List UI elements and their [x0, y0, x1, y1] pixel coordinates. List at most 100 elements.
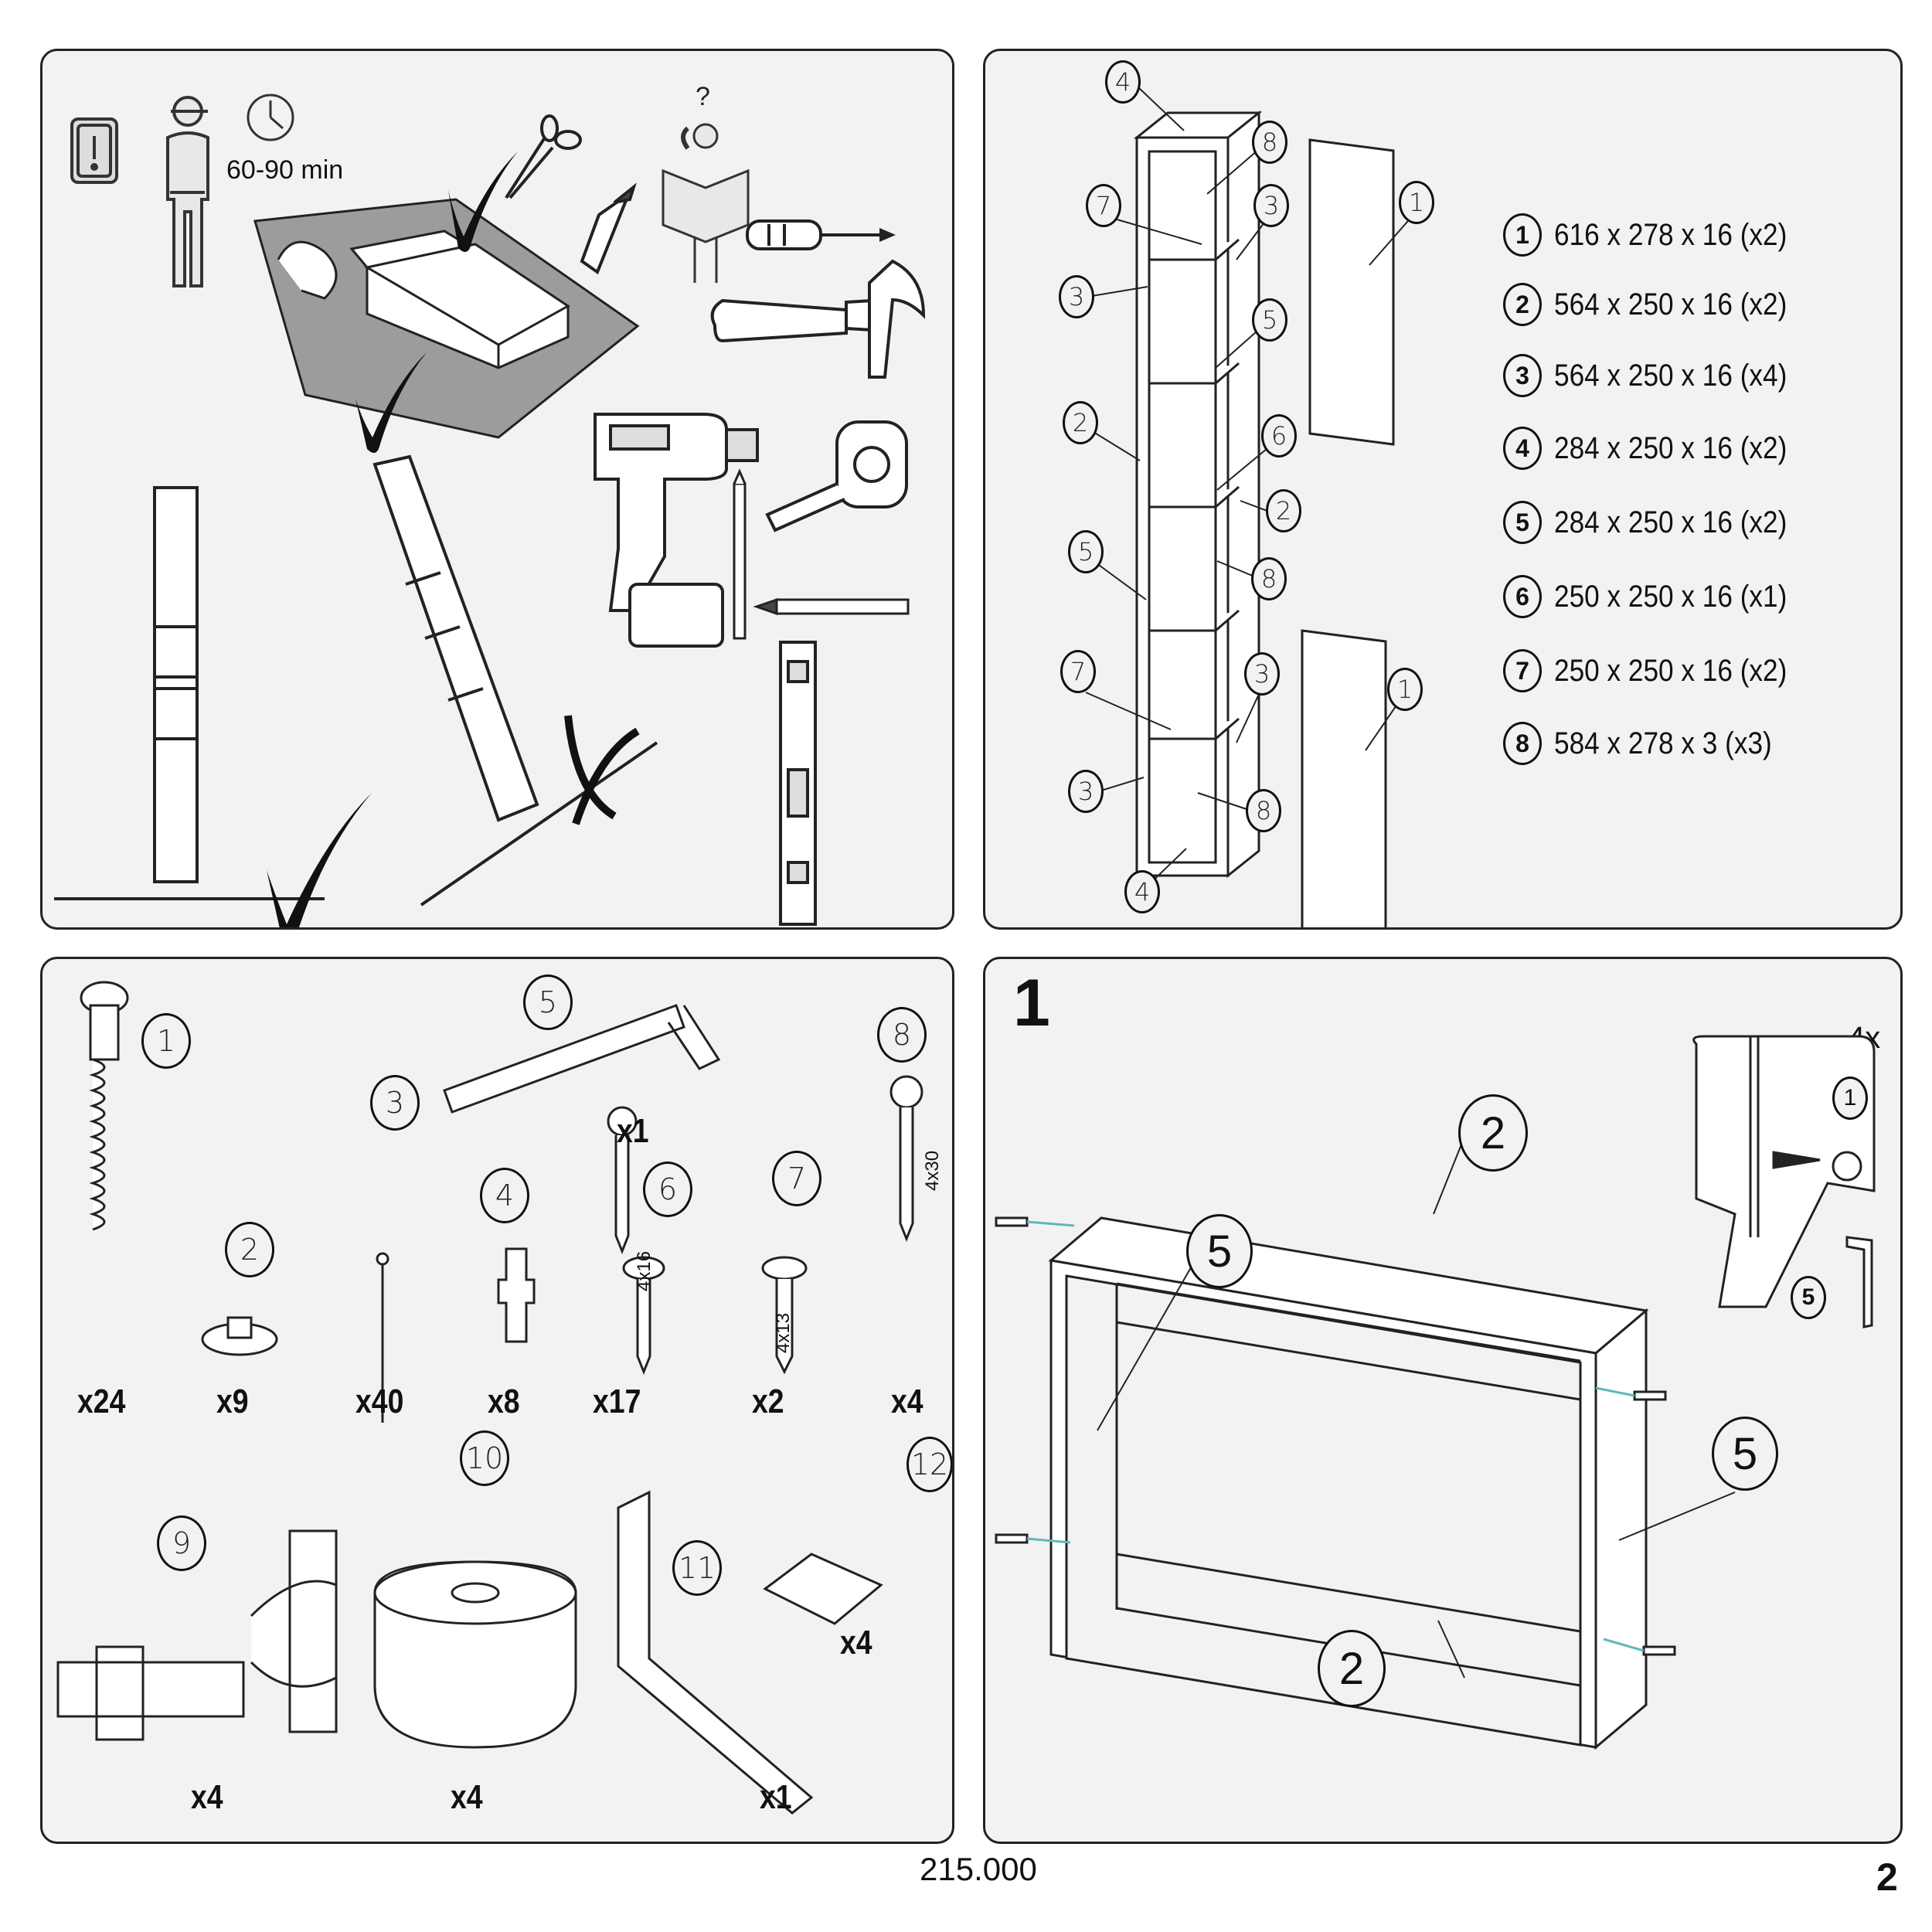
tools-panel: ? [40, 49, 954, 930]
part-callout: 3 [1068, 770, 1104, 813]
hardware-callout: 6 [643, 1162, 692, 1217]
part-callout: 1 [1387, 668, 1423, 711]
screw-size: 4x16 [634, 1250, 655, 1291]
help-phone-icon: ? [662, 82, 750, 283]
hardware-callout: 2 [225, 1222, 274, 1277]
drill-bit-icon [733, 468, 747, 640]
hardware-callout: 7 [772, 1151, 821, 1206]
scissors-icon [505, 114, 582, 199]
warning-icon [70, 117, 118, 184]
part-row: 8 584 x 278 x 3 (x3) [1503, 720, 1801, 767]
spirit-level-icon [779, 641, 817, 926]
person-icon [166, 96, 209, 287]
hardware-illustration [56, 981, 923, 1815]
part-callout: 6 [1261, 414, 1297, 457]
document-code: 215.000 [920, 1851, 1037, 1887]
part-dimensions: 564 x 250 x 16 (x2) [1554, 287, 1787, 321]
part-callout: 3 [1059, 275, 1094, 318]
part-number: 3 [1503, 354, 1542, 397]
hardware-quantity: x1 [617, 1112, 649, 1150]
part-callout: 2 [1266, 489, 1301, 532]
part-dimensions: 564 x 250 x 16 (x4) [1554, 358, 1787, 393]
hinge-icon [56, 1529, 338, 1741]
part-callout: 3 [1244, 652, 1280, 696]
wall-bracket-icon [617, 1490, 814, 1815]
hardware-callout: 1 [141, 1013, 191, 1069]
hardware-quantity: x2 [752, 1383, 784, 1420]
utility-knife-icon [580, 182, 637, 275]
part-dimensions: 584 x 278 x 3 (x3) [1554, 726, 1772, 760]
part-number: 8 [1503, 722, 1542, 765]
hardware-callout: 9 [157, 1515, 206, 1571]
part-row: 3 564 x 250 x 16 (x4) [1503, 352, 1818, 399]
parts-panel: 4 8 7 3 3 1 5 2 6 2 5 8 7 3 1 3 8 4 1 61… [983, 49, 1903, 930]
part-number: 5 [1503, 501, 1542, 544]
part-callout: 4 [1105, 60, 1141, 104]
part-row: 1 616 x 278 x 16 (x2) [1503, 212, 1818, 258]
hardware-callout: 10 [460, 1430, 509, 1486]
check-mark-icon [267, 793, 372, 927]
part-number: 2 [1503, 283, 1542, 326]
hardware-quantity: x1 [760, 1778, 792, 1816]
part-callout: 4 [1124, 870, 1160, 913]
step-panel: 1 4x [983, 957, 1903, 1844]
part-callout: 8 [1251, 557, 1287, 600]
hardware-panel: 1 2 3 4 5 6 7 8 9 10 11 12 4x16 4x13 4x3… [40, 957, 954, 1844]
part-row: 6 250 x 250 x 16 (x1) [1503, 573, 1818, 620]
screw-size: 4x13 [773, 1312, 794, 1353]
part-number: 1 [1503, 213, 1542, 257]
part-dimensions: 616 x 278 x 16 (x2) [1554, 217, 1787, 252]
dowel-icon [497, 1247, 536, 1343]
part-row: 5 284 x 250 x 16 (x2) [1503, 499, 1818, 546]
step-callout-left: 5 [1186, 1214, 1253, 1288]
part-callout: 8 [1246, 789, 1281, 832]
step-assembly-diagram [995, 1035, 1876, 1750]
step-callout-top: 2 [1458, 1094, 1528, 1172]
hardware-quantity: x4 [451, 1778, 483, 1816]
hardware-quantity: x8 [488, 1383, 520, 1420]
part-number: 7 [1503, 649, 1542, 692]
part-callout: 7 [1060, 650, 1096, 693]
hardware-quantity: x17 [593, 1383, 641, 1420]
hardware-quantity: x4 [191, 1778, 223, 1816]
hardware-callout: 8 [877, 1007, 927, 1063]
part-dimensions: 250 x 250 x 16 (x2) [1554, 653, 1787, 688]
bracket-plate-icon [763, 1553, 883, 1625]
pencil-icon [753, 597, 910, 616]
clock-icon [247, 94, 294, 141]
allen-key-icon [443, 1004, 721, 1114]
hardware-callout: 5 [523, 975, 573, 1030]
hardware-quantity: x4 [891, 1383, 923, 1420]
part-callout: 5 [1252, 298, 1287, 342]
part-callout: 8 [1252, 121, 1287, 164]
tape-measure-icon [765, 420, 908, 532]
cardboard-box-icon [253, 198, 640, 439]
cross-mark-icon [564, 715, 640, 825]
step-number: 1 [1013, 966, 1050, 1040]
hardware-quantity: x9 [216, 1383, 249, 1420]
tilted-cabinet-diagram [372, 454, 658, 906]
detail-key-callout: 5 [1791, 1276, 1826, 1319]
part-dimensions: 250 x 250 x 16 (x1) [1554, 579, 1787, 614]
tools-illustration: ? [54, 82, 926, 927]
screwdriver-icon [746, 219, 896, 250]
hardware-quantity: x24 [77, 1383, 126, 1420]
hardware-quantity: x40 [355, 1383, 404, 1420]
hardware-callout: 3 [370, 1075, 420, 1131]
part-dimensions: 284 x 250 x 16 (x2) [1554, 505, 1787, 539]
hardware-callout: 4 [480, 1168, 529, 1223]
part-dimensions: 284 x 250 x 16 (x2) [1554, 430, 1787, 465]
part-number: 6 [1503, 575, 1542, 618]
hardware-callout: 12 [906, 1437, 952, 1492]
hammer-icon [710, 259, 926, 379]
step-callout-bottom: 2 [1318, 1630, 1386, 1707]
part-row: 4 284 x 250 x 16 (x2) [1503, 425, 1818, 471]
step-callout-right: 5 [1712, 1417, 1778, 1491]
hardware-quantity: x4 [840, 1624, 872, 1662]
part-row: 7 250 x 250 x 16 (x2) [1503, 648, 1818, 694]
part-callout: 7 [1086, 184, 1121, 227]
assembly-time: 60-90 min [226, 155, 344, 185]
drill-icon [594, 413, 759, 648]
exploded-cabinet-diagram [1077, 73, 1419, 927]
part-callout: 1 [1399, 181, 1434, 224]
